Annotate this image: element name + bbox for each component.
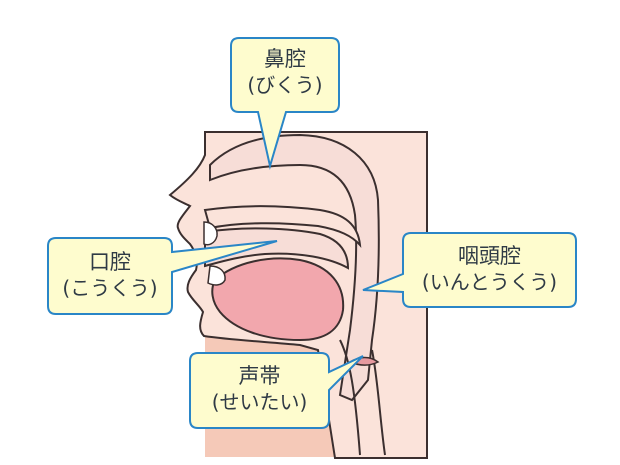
reading-nasal-cavity: (びくう) — [247, 72, 323, 97]
lower-teeth — [207, 265, 226, 286]
callout-nasal-cavity — [230, 37, 340, 170]
term-nasal-cavity: 鼻腔 — [264, 47, 306, 71]
upper-teeth — [203, 221, 218, 246]
oral-cavity — [204, 227, 350, 270]
term-pharyngeal-cavity: 咽頭腔 — [458, 244, 521, 268]
reading-vocal-cords: (せいたい) — [211, 389, 308, 414]
callout-pharyngeal-cavity — [362, 232, 577, 308]
label-oral-cavity: 口腔 (こうくう) — [48, 250, 172, 300]
term-vocal-cords: 声帯 — [238, 364, 281, 388]
callout-vocal-cords — [189, 352, 364, 429]
palate — [203, 205, 362, 248]
label-vocal-cords: 声帯 (せいたい) — [190, 364, 329, 414]
callout-oral-cavity — [47, 237, 278, 315]
term-oral-cavity: 口腔 — [89, 250, 131, 274]
reading-oral-cavity: (こうくう) — [62, 275, 158, 300]
tongue — [211, 257, 345, 342]
reading-pharyngeal-cavity: (いんとうくう) — [421, 269, 558, 294]
label-pharyngeal-cavity: 咽頭腔 (いんとうくう) — [403, 244, 576, 294]
nasal-pharyngeal-cavity — [209, 133, 380, 402]
label-nasal-cavity: 鼻腔 (びくう) — [231, 47, 339, 97]
